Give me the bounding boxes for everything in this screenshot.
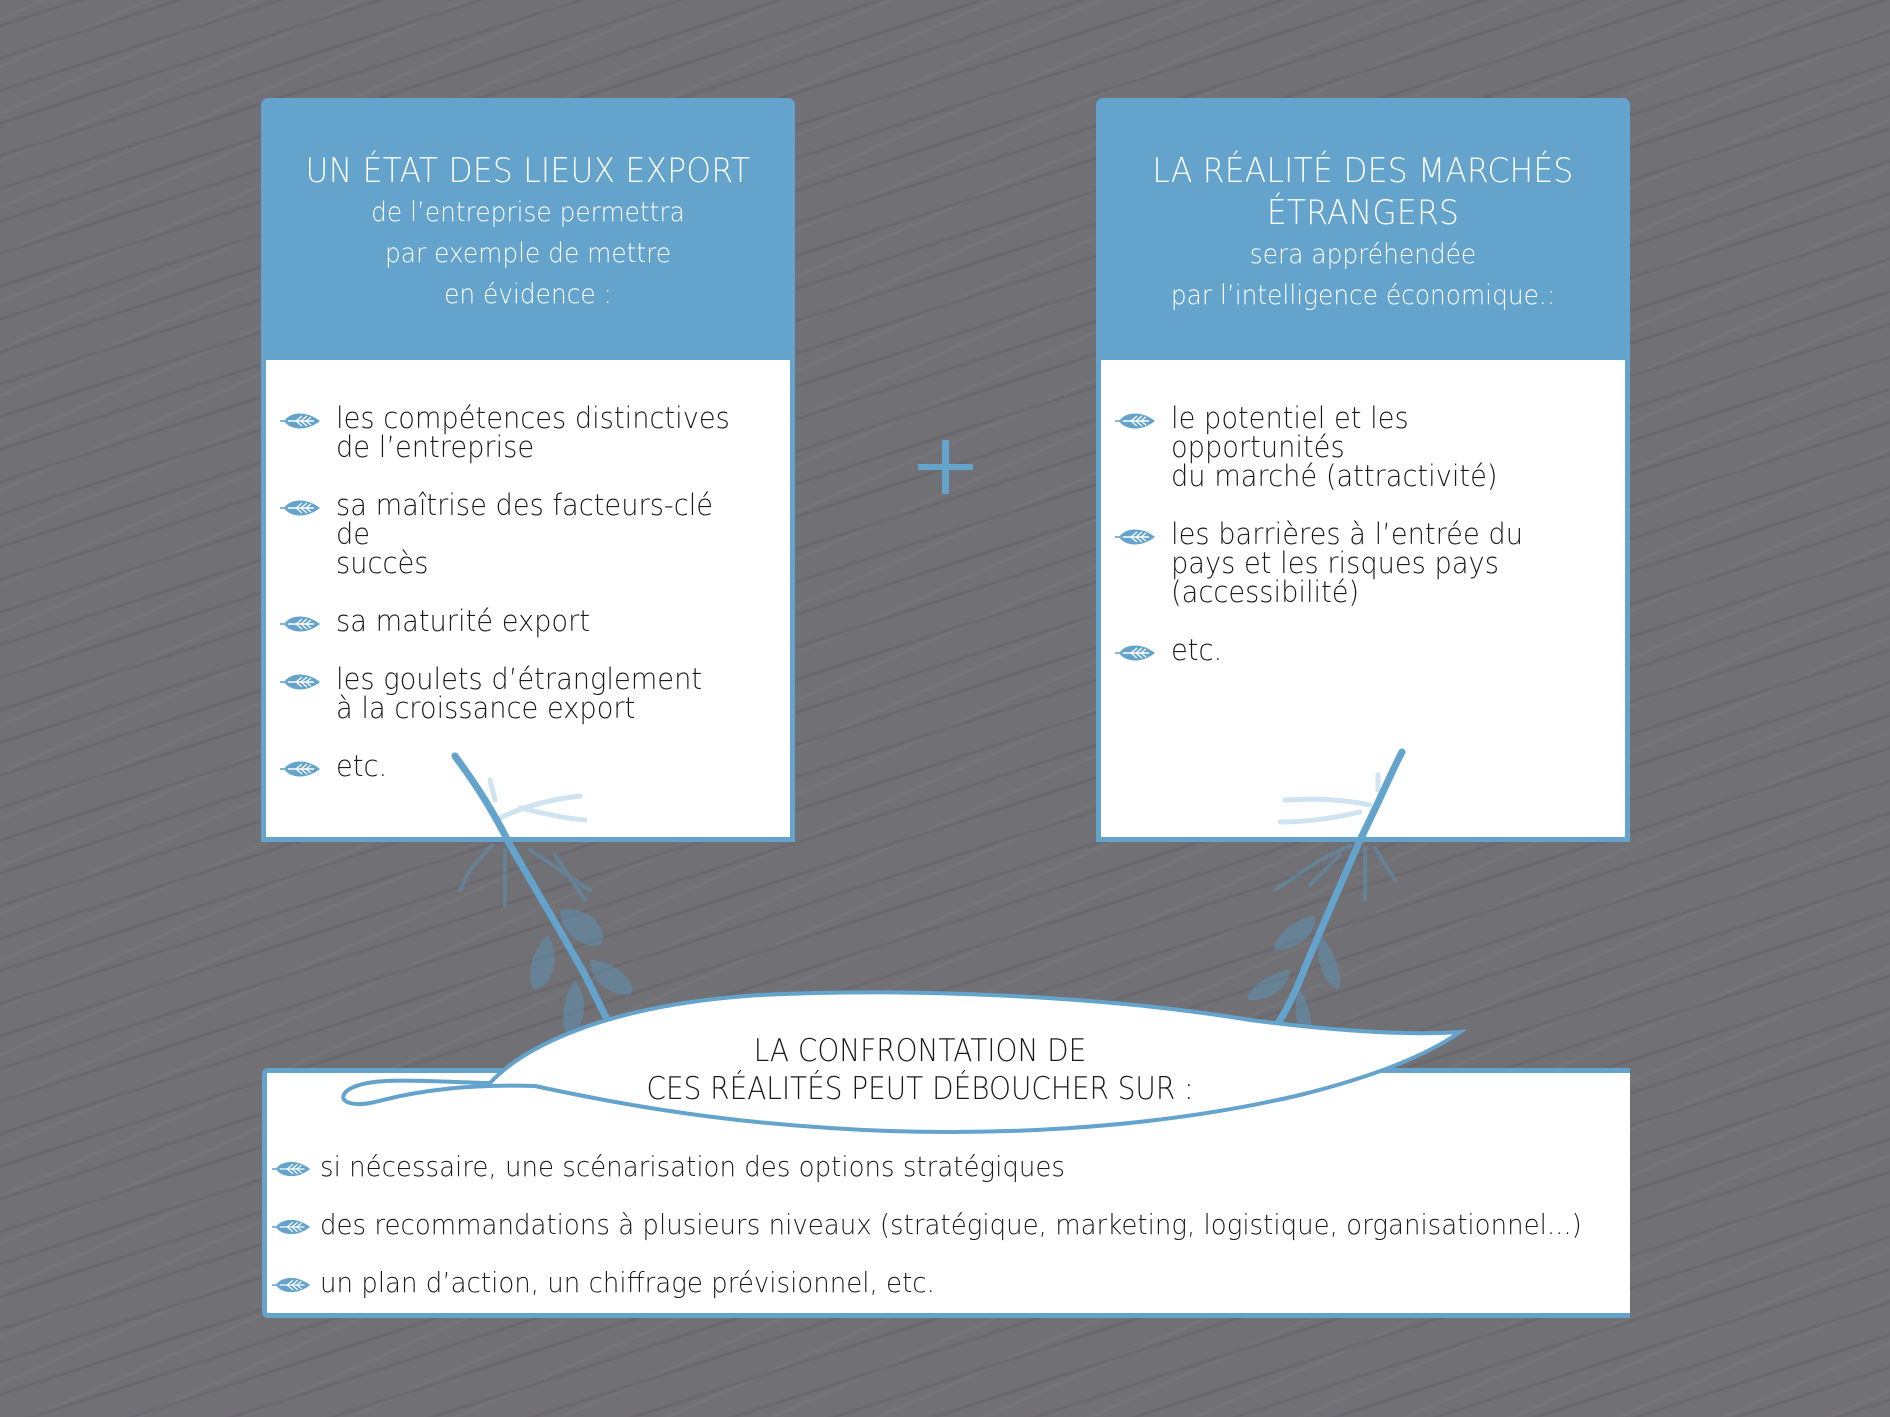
left-card-subtitle: de l’entreprise permettra par exemple de…: [371, 197, 685, 310]
list-item-text: les compétences distinctives de l’entrep…: [336, 401, 730, 464]
right-card-subtitle: sera appréhendée par l’intelligence écon…: [1170, 239, 1556, 311]
left-card-header: UN ÉTAT DES LIEUX EXPORT de l’entreprise…: [261, 98, 795, 360]
list-item: sa maîtrise des facteurs-clé de succès: [280, 491, 780, 578]
right-card-body: le potentiel et les opportunités du marc…: [1096, 360, 1630, 842]
list-item: etc.: [280, 752, 780, 781]
list-item: les barrières à l’entrée du pays et les …: [1115, 520, 1615, 607]
right-card-title: LA RÉALITÉ DES MARCHÉS ÉTRANGERS: [1152, 151, 1574, 233]
list-item: les goulets d’étranglement à la croissan…: [280, 665, 780, 723]
list-item-text: les barrières à l’entrée du pays et les …: [1171, 517, 1523, 609]
left-card-body: les compétences distinctives de l’entrep…: [261, 360, 795, 842]
list-item-text: un plan d’action, un chiffrage prévision…: [320, 1266, 935, 1299]
plus-icon: [918, 440, 974, 496]
conclusion-list: si nécessaire, une scénarisation des opt…: [272, 1147, 1677, 1321]
list-item: un plan d’action, un chiffrage prévision…: [272, 1263, 1677, 1321]
left-card-title: UN ÉTAT DES LIEUX EXPORT: [305, 151, 751, 191]
list-item: le potentiel et les opportunités du marc…: [1115, 404, 1615, 491]
leaf-icon: [1115, 526, 1157, 548]
leaf-icon: [280, 497, 322, 519]
leaf-icon: [272, 1274, 312, 1296]
right-card-header: LA RÉALITÉ DES MARCHÉS ÉTRANGERS sera ap…: [1096, 98, 1630, 360]
leaf-icon: [280, 410, 322, 432]
leaf-icon: [1115, 410, 1157, 432]
leaf-icon: [280, 758, 322, 780]
list-item: si nécessaire, une scénarisation des opt…: [272, 1147, 1677, 1205]
list-item-text: etc.: [336, 749, 388, 783]
right-card-list: le potentiel et les opportunités du marc…: [1115, 404, 1615, 694]
leaf-icon: [280, 613, 322, 635]
right-card: LA RÉALITÉ DES MARCHÉS ÉTRANGERS sera ap…: [1096, 98, 1630, 842]
list-item: des recommandations à plusieurs niveaux …: [272, 1205, 1677, 1263]
leaf-icon: [272, 1158, 312, 1180]
list-item-text: si nécessaire, une scénarisation des opt…: [320, 1150, 1066, 1183]
conclusion-title: LA CONFRONTATION DE CES RÉALITÉS PEUT DÉ…: [646, 1033, 1194, 1107]
list-item: sa maturité export: [280, 607, 780, 636]
left-card-list: les compétences distinctives de l’entrep…: [280, 404, 780, 810]
list-item-text: etc.: [1171, 633, 1223, 667]
leaf-icon: [272, 1216, 312, 1238]
list-item-text: sa maîtrise des facteurs-clé de succès: [336, 488, 714, 580]
list-item: etc.: [1115, 636, 1615, 665]
list-item-text: le potentiel et les opportunités du marc…: [1171, 401, 1498, 493]
list-item-text: des recommandations à plusieurs niveaux …: [320, 1208, 1582, 1241]
list-item-text: sa maturité export: [336, 604, 591, 638]
list-item-text: les goulets d’étranglement à la croissan…: [336, 662, 703, 725]
leaf-icon: [1115, 642, 1157, 664]
list-item: les compétences distinctives de l’entrep…: [280, 404, 780, 462]
leaf-icon: [280, 671, 322, 693]
left-card: UN ÉTAT DES LIEUX EXPORT de l’entreprise…: [261, 98, 795, 842]
